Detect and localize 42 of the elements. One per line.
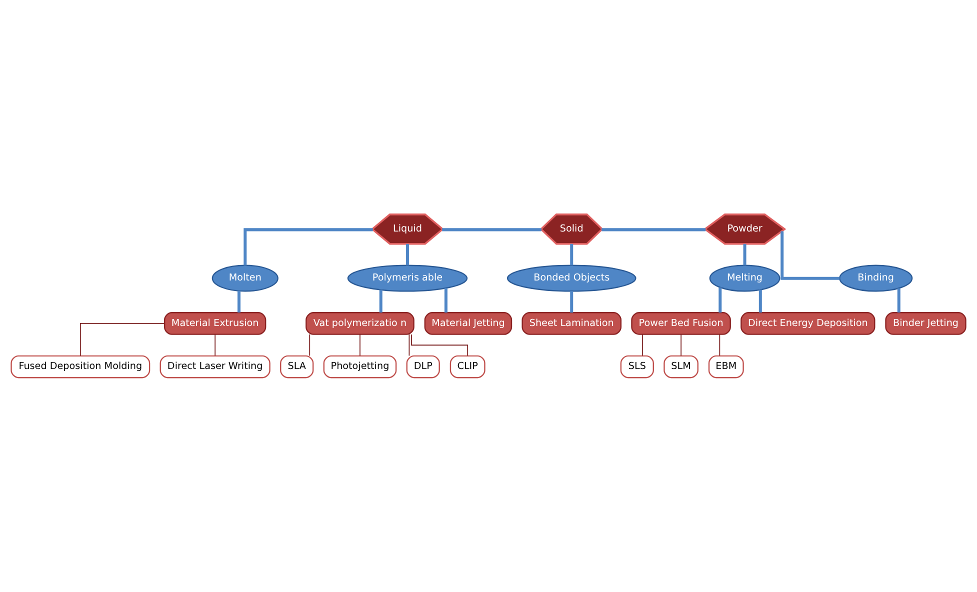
node-box: Power Bed Fusion xyxy=(631,312,731,335)
node-box: CLIP xyxy=(450,355,486,378)
node-box: SLA xyxy=(280,355,314,378)
node-ellipse: Binding xyxy=(839,264,913,292)
node-box: Binder Jetting xyxy=(885,312,966,335)
node-box: Direct Laser Writing xyxy=(160,355,270,378)
connector xyxy=(642,334,644,356)
connector xyxy=(309,334,310,356)
node-box: Direct Energy Deposition xyxy=(740,312,876,335)
connector xyxy=(719,334,720,356)
connector xyxy=(442,228,542,232)
node-box: Vat polymerizatio n xyxy=(306,312,414,335)
connector xyxy=(758,290,762,313)
node-box: Photojetting xyxy=(323,355,397,378)
connector xyxy=(680,334,682,356)
connector xyxy=(80,323,165,356)
connector xyxy=(570,291,574,313)
node-box: SLS xyxy=(620,355,654,378)
connector xyxy=(897,288,900,313)
connector xyxy=(406,244,409,266)
connector xyxy=(379,290,382,313)
connector xyxy=(238,290,240,312)
node-box: Material Extrusion xyxy=(164,312,266,335)
node-ellipse: Polymeris able xyxy=(347,264,468,292)
node-box: EBM xyxy=(708,355,744,378)
connector xyxy=(570,244,574,266)
node-ellipse: Molten xyxy=(212,264,278,292)
connector xyxy=(214,334,216,356)
node-box: Material Jetting xyxy=(424,312,512,335)
connector xyxy=(743,244,746,266)
connector xyxy=(444,288,448,313)
node-ellipse: Melting xyxy=(709,264,780,292)
connector xyxy=(602,228,706,232)
connector xyxy=(780,231,840,280)
node-ellipse: Bonded Objects xyxy=(506,264,636,292)
node-box: SLM xyxy=(664,355,698,378)
connector xyxy=(244,228,373,266)
node-box: DLP xyxy=(406,355,440,378)
node-box: Sheet Lamination xyxy=(522,312,622,335)
connector xyxy=(408,334,410,356)
node-box: Fused Deposition Molding xyxy=(10,355,150,378)
connector xyxy=(718,287,722,313)
